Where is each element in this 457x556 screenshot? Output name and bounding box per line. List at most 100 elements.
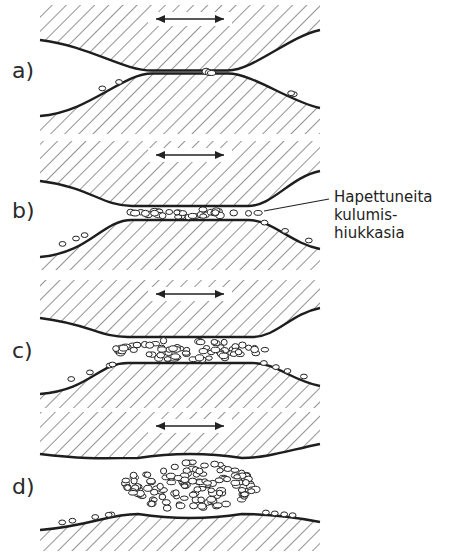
upper-body [40, 5, 320, 71]
wear-particle [248, 489, 255, 494]
arrow-head [156, 422, 224, 430]
wear-particle [196, 468, 203, 474]
wear-particle [182, 351, 190, 355]
wear-particle [188, 213, 196, 218]
wear-particle [234, 475, 241, 479]
wear-particle [169, 346, 177, 352]
wear-particle [163, 505, 171, 511]
arrow-ground [148, 12, 232, 26]
wear-particle [157, 483, 163, 489]
wear-particle [199, 349, 207, 354]
wear-particle [158, 347, 166, 352]
wear-particle [59, 520, 66, 525]
wear-particle [224, 467, 232, 472]
wear-particle [212, 341, 220, 346]
wear-particle [171, 464, 178, 469]
wear-particle [212, 210, 219, 216]
lower-body [40, 74, 320, 135]
wear-particle [214, 503, 223, 508]
wear-particle [116, 80, 123, 85]
wear-particle [151, 489, 158, 495]
wear-particle [167, 480, 176, 485]
arrow-ground [148, 287, 232, 301]
wear-particle [87, 370, 94, 375]
wear-particle [146, 352, 152, 357]
wear-particle [147, 501, 156, 507]
wear-particle [261, 361, 268, 366]
panel-letter: a) [12, 60, 34, 82]
wear-particle [165, 357, 172, 362]
wear-particle [147, 479, 155, 484]
wear-particle [211, 461, 219, 467]
upper-surface [40, 444, 320, 458]
wear-particle [141, 210, 149, 216]
wear-particle [133, 342, 141, 348]
upper-surface [40, 171, 320, 206]
wear-particle [190, 503, 198, 509]
callout-label: Hapettuneita kulumis- hiukkasia [334, 188, 432, 242]
wear-particle [131, 210, 140, 216]
upper-body [40, 412, 320, 458]
wear-particle [197, 340, 205, 345]
wear-particle [171, 354, 180, 359]
wear-particle [146, 342, 154, 348]
wear-particle [173, 490, 179, 496]
leader-line [264, 199, 329, 211]
wear-particle [224, 477, 231, 482]
wear-particle [92, 515, 99, 520]
wear-particle [231, 468, 239, 472]
wear-particle [282, 229, 289, 234]
lower-surface [40, 363, 320, 394]
wear-particle [206, 356, 213, 360]
wear-particle [200, 214, 207, 218]
wear-particle [161, 468, 167, 474]
wear-particle [134, 342, 141, 347]
arrow-head [156, 151, 224, 159]
wear-particle [281, 512, 288, 517]
wear-particle [189, 478, 197, 484]
wear-particle [284, 369, 291, 374]
wear-particle [289, 513, 296, 518]
motion-arrow [156, 425, 224, 426]
upper-body [40, 141, 320, 206]
panel-letter: d) [12, 476, 35, 498]
wear-particle [122, 478, 129, 483]
wear-particle [113, 346, 120, 352]
wear-particle [288, 91, 295, 96]
wear-particle [99, 86, 106, 91]
lower-body [40, 220, 320, 270]
motion-arrow [156, 18, 224, 19]
wear-particle [157, 352, 165, 358]
wear-particle [195, 355, 203, 361]
upper-surface [40, 30, 320, 71]
wear-particle [105, 512, 112, 517]
wear-particle [217, 490, 223, 496]
upper-body [40, 280, 320, 337]
motion-arrow [156, 154, 224, 155]
wear-particle [182, 483, 188, 489]
wear-particle [159, 494, 166, 500]
wear-particle [211, 210, 219, 216]
wear-particle [181, 477, 189, 483]
wear-particle [166, 210, 173, 215]
lower-surface [40, 220, 320, 257]
wear-particle [217, 468, 223, 473]
wear-particle [174, 210, 180, 215]
wear-particle [68, 377, 75, 382]
arrow-ground [148, 148, 232, 162]
wear-particle [241, 492, 248, 497]
wear-particle [204, 481, 212, 486]
wear-particle [130, 472, 137, 478]
wear-particle [176, 503, 185, 509]
wear-particle [164, 357, 171, 362]
lower-surface [40, 74, 320, 117]
wear-particle [240, 491, 249, 497]
wear-particle [208, 71, 216, 76]
wear-particle [231, 480, 240, 485]
wear-particle [211, 347, 220, 352]
arrow-head [156, 15, 224, 23]
wear-particle [230, 210, 238, 216]
wear-particle [125, 485, 131, 491]
wear-particle [182, 484, 188, 488]
wear-particle [119, 345, 128, 351]
